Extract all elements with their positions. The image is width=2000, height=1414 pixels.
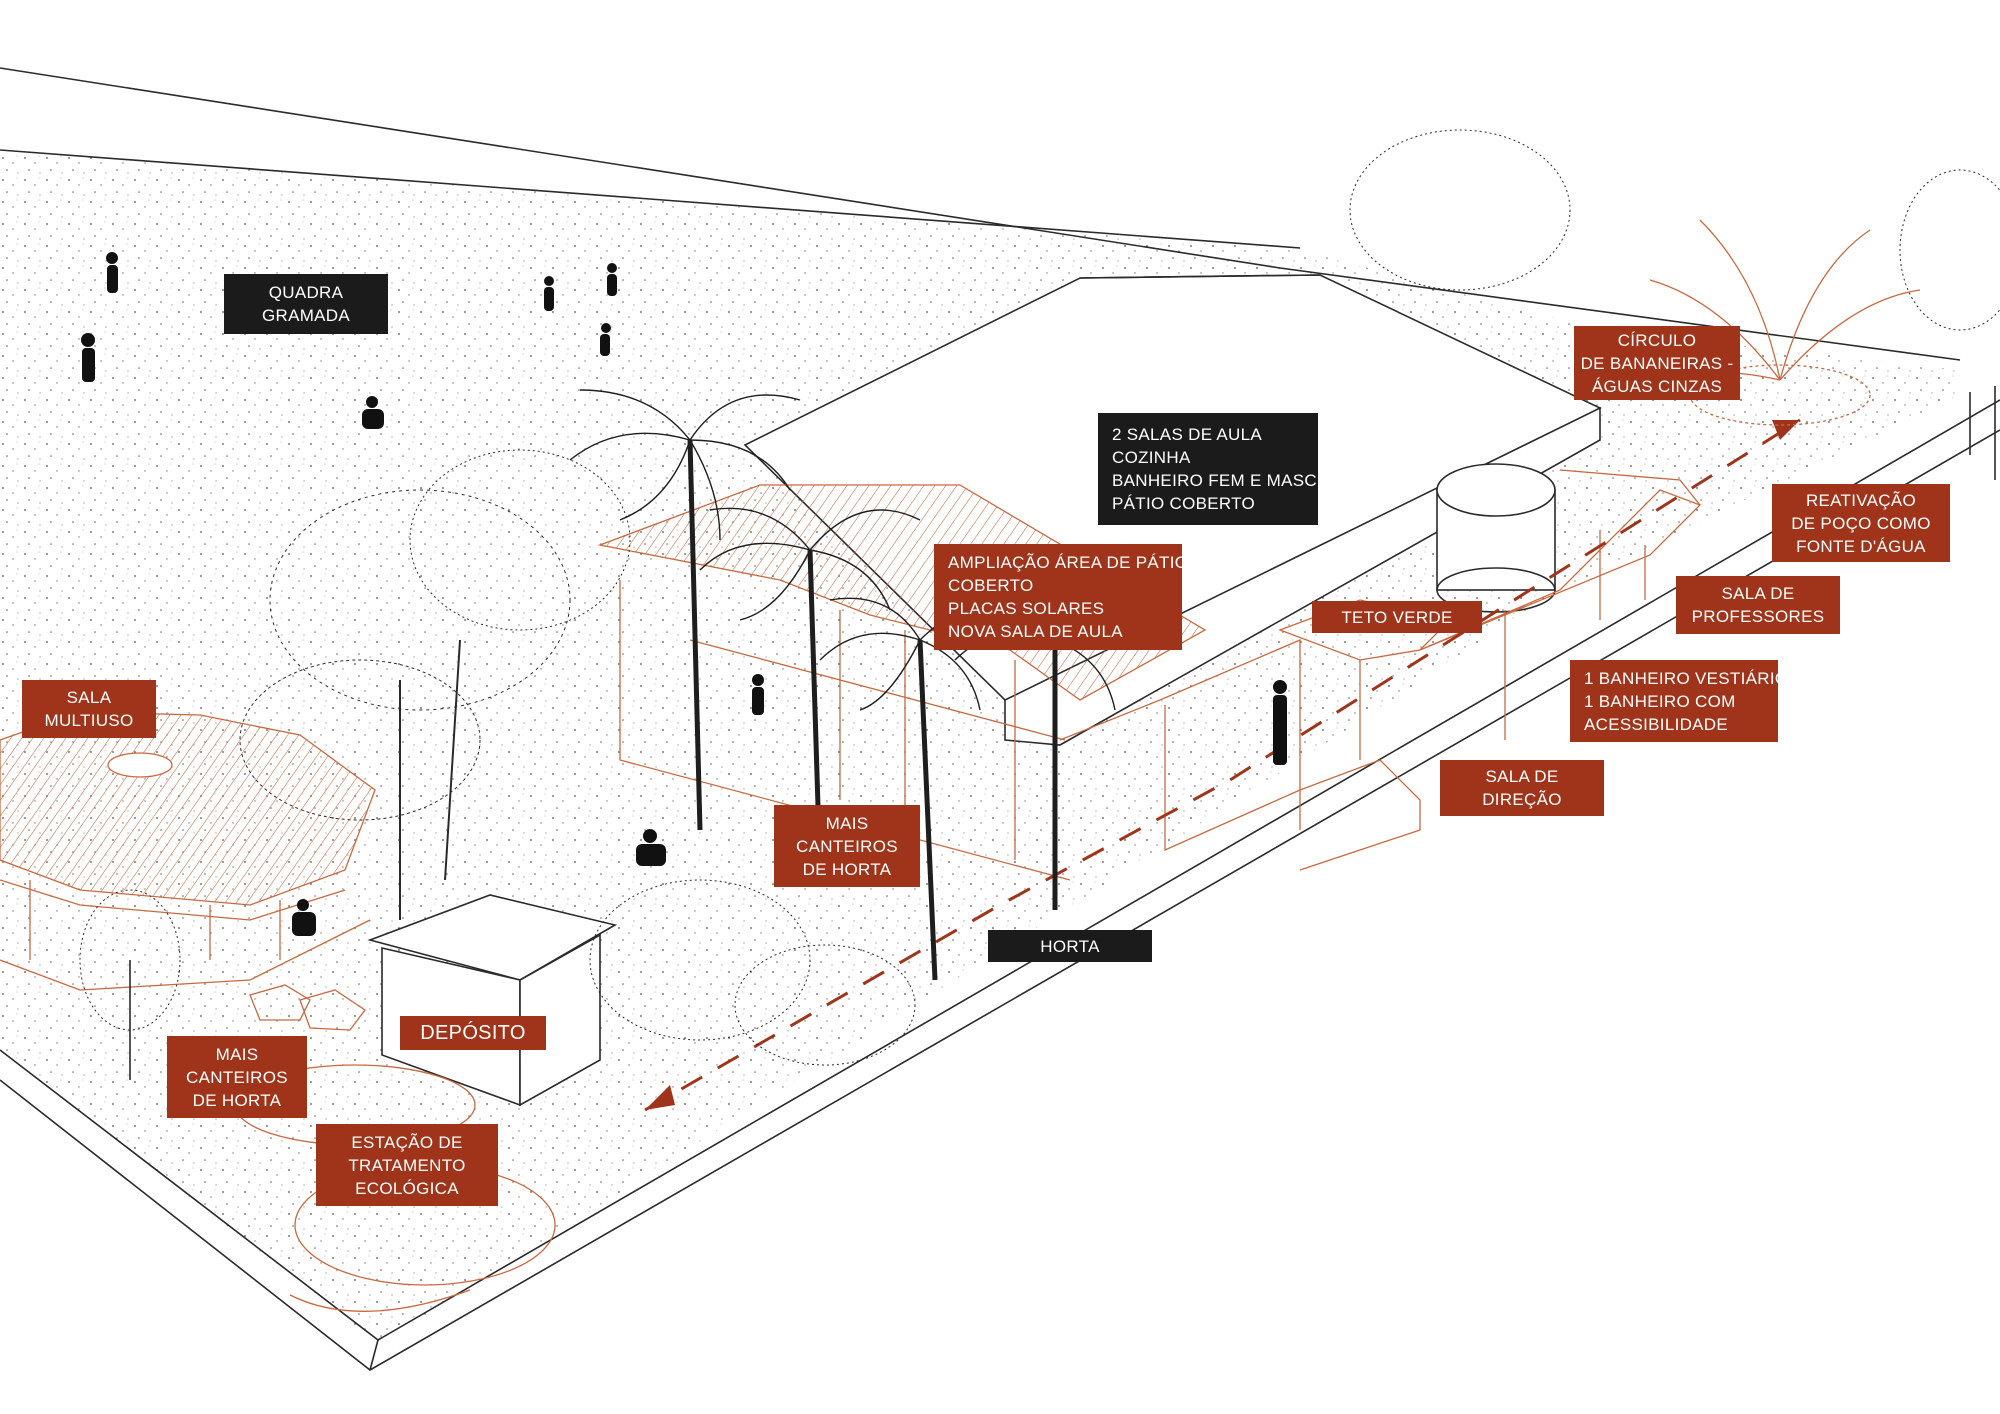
label-reativacao-poco: REATIVAÇÃO DE POÇO COMO FONTE D'ÁGUA [1772, 484, 1950, 562]
label-banheiros-line-1: 1 BANHEIRO VESTIÁRIO [1584, 668, 1789, 688]
label-ampliacao-line-1: AMPLIAÇÃO ÁREA DE PÁTIO [948, 553, 1189, 572]
label-direcao-line-2: DIREÇÃO [1482, 790, 1562, 809]
label-banheiros: 1 BANHEIRO VESTIÁRIO 1 BANHEIRO COM ACES… [1570, 660, 1788, 742]
garden-planters [249, 984, 366, 1031]
label-reativacao-line-1: REATIVAÇÃO [1805, 490, 1917, 510]
label-horta: HORTA [988, 930, 1152, 962]
label-circulo-bananeiras: CÍRCULO DE BANANEIRAS - ÁGUAS CINZAS [1574, 326, 1740, 400]
label-quadra-line-2: GRAMADA [261, 306, 351, 325]
label-estacao-line-2: TRATAMENTO [348, 1155, 466, 1175]
label-estacao-line-3: ECOLÓGICA [355, 1178, 459, 1198]
label-ampliacao-line-4: NOVA SALA DE AULA [948, 622, 1123, 641]
label-salas-line-3: BANHEIRO FEM E MASC. [1112, 471, 1323, 490]
label-circulo-line-1: CÍRCULO [1617, 330, 1697, 350]
label-salas-line-2: COZINHA [1112, 448, 1191, 467]
label-horta-text: HORTA [1040, 936, 1100, 956]
label-ampliacao-line-2: COBERTO [948, 576, 1034, 595]
label-estacao-line-1: ESTAÇÃO DE [351, 1132, 463, 1152]
trees [79, 129, 2000, 1080]
label-sala-multiuso: SALA MULTIUSO [22, 680, 156, 738]
label-banheiros-line-2: 1 BANHEIRO COM [1584, 691, 1736, 711]
label-direcao-line-1: SALA DE [1485, 767, 1559, 786]
label-quadra-line-1: QUADRA [268, 283, 344, 302]
label-canteiros-esquerda-line-2: CANTEIROS [186, 1067, 288, 1087]
label-quadra-gramada: QUADRA GRAMADA [224, 274, 388, 334]
label-teto-verde: TETO VERDE [1312, 601, 1482, 633]
label-professores-line-1: SALA DE [1721, 584, 1795, 603]
water-tank [1436, 463, 1556, 613]
people [81, 252, 1287, 936]
label-canteiros-centro: MAIS CANTEIROS DE HORTA [774, 805, 920, 887]
label-canteiros-esquerda-line-1: MAIS [215, 1044, 259, 1064]
label-reativacao-line-3: FONTE D'ÁGUA [1796, 536, 1926, 556]
label-deposito-text: DEPÓSITO [420, 1021, 526, 1044]
circulation-path [644, 418, 1801, 1112]
label-salas-de-aula: 2 SALAS DE AULA COZINHA BANHEIRO FEM E M… [1098, 413, 1322, 525]
label-canteiros-centro-line-1: MAIS [825, 813, 869, 833]
label-canteiros-esquerda-line-3: DE HORTA [192, 1090, 282, 1110]
label-sala-professores: SALA DE PROFESSORES [1676, 576, 1840, 634]
label-canteiros-centro-line-3: DE HORTA [802, 859, 892, 879]
label-banheiros-line-3: ACESSIBILIDADE [1584, 714, 1729, 734]
label-deposito: DEPÓSITO [400, 1016, 546, 1050]
label-salas-line-1: 2 SALAS DE AULA [1112, 425, 1263, 444]
label-teto-verde-text: TETO VERDE [1341, 607, 1453, 627]
label-professores-line-2: PROFESSORES [1691, 607, 1825, 626]
label-ampliacao-line-3: PLACAS SOLARES [948, 599, 1105, 618]
label-salas-line-4: PÁTIO COBERTO [1112, 494, 1256, 513]
label-reativacao-line-2: DE POÇO COMO [1791, 513, 1931, 533]
label-ampliacao: AMPLIAÇÃO ÁREA DE PÁTIO COBERTO PLACAS S… [934, 544, 1188, 650]
label-canteiros-esquerda: MAIS CANTEIROS DE HORTA [167, 1036, 307, 1118]
label-estacao-tratamento: ESTAÇÃO DE TRATAMENTO ECOLÓGICA [316, 1124, 498, 1206]
label-circulo-line-2: DE BANANEIRAS - [1580, 353, 1734, 373]
label-multiuso-line-2: MULTIUSO [44, 711, 134, 730]
label-sala-direcao: SALA DE DIREÇÃO [1440, 760, 1604, 816]
label-canteiros-centro-line-2: CANTEIROS [796, 836, 898, 856]
label-multiuso-line-1: SALA [66, 688, 112, 707]
label-circulo-line-3: ÁGUAS CINZAS [1591, 376, 1723, 396]
